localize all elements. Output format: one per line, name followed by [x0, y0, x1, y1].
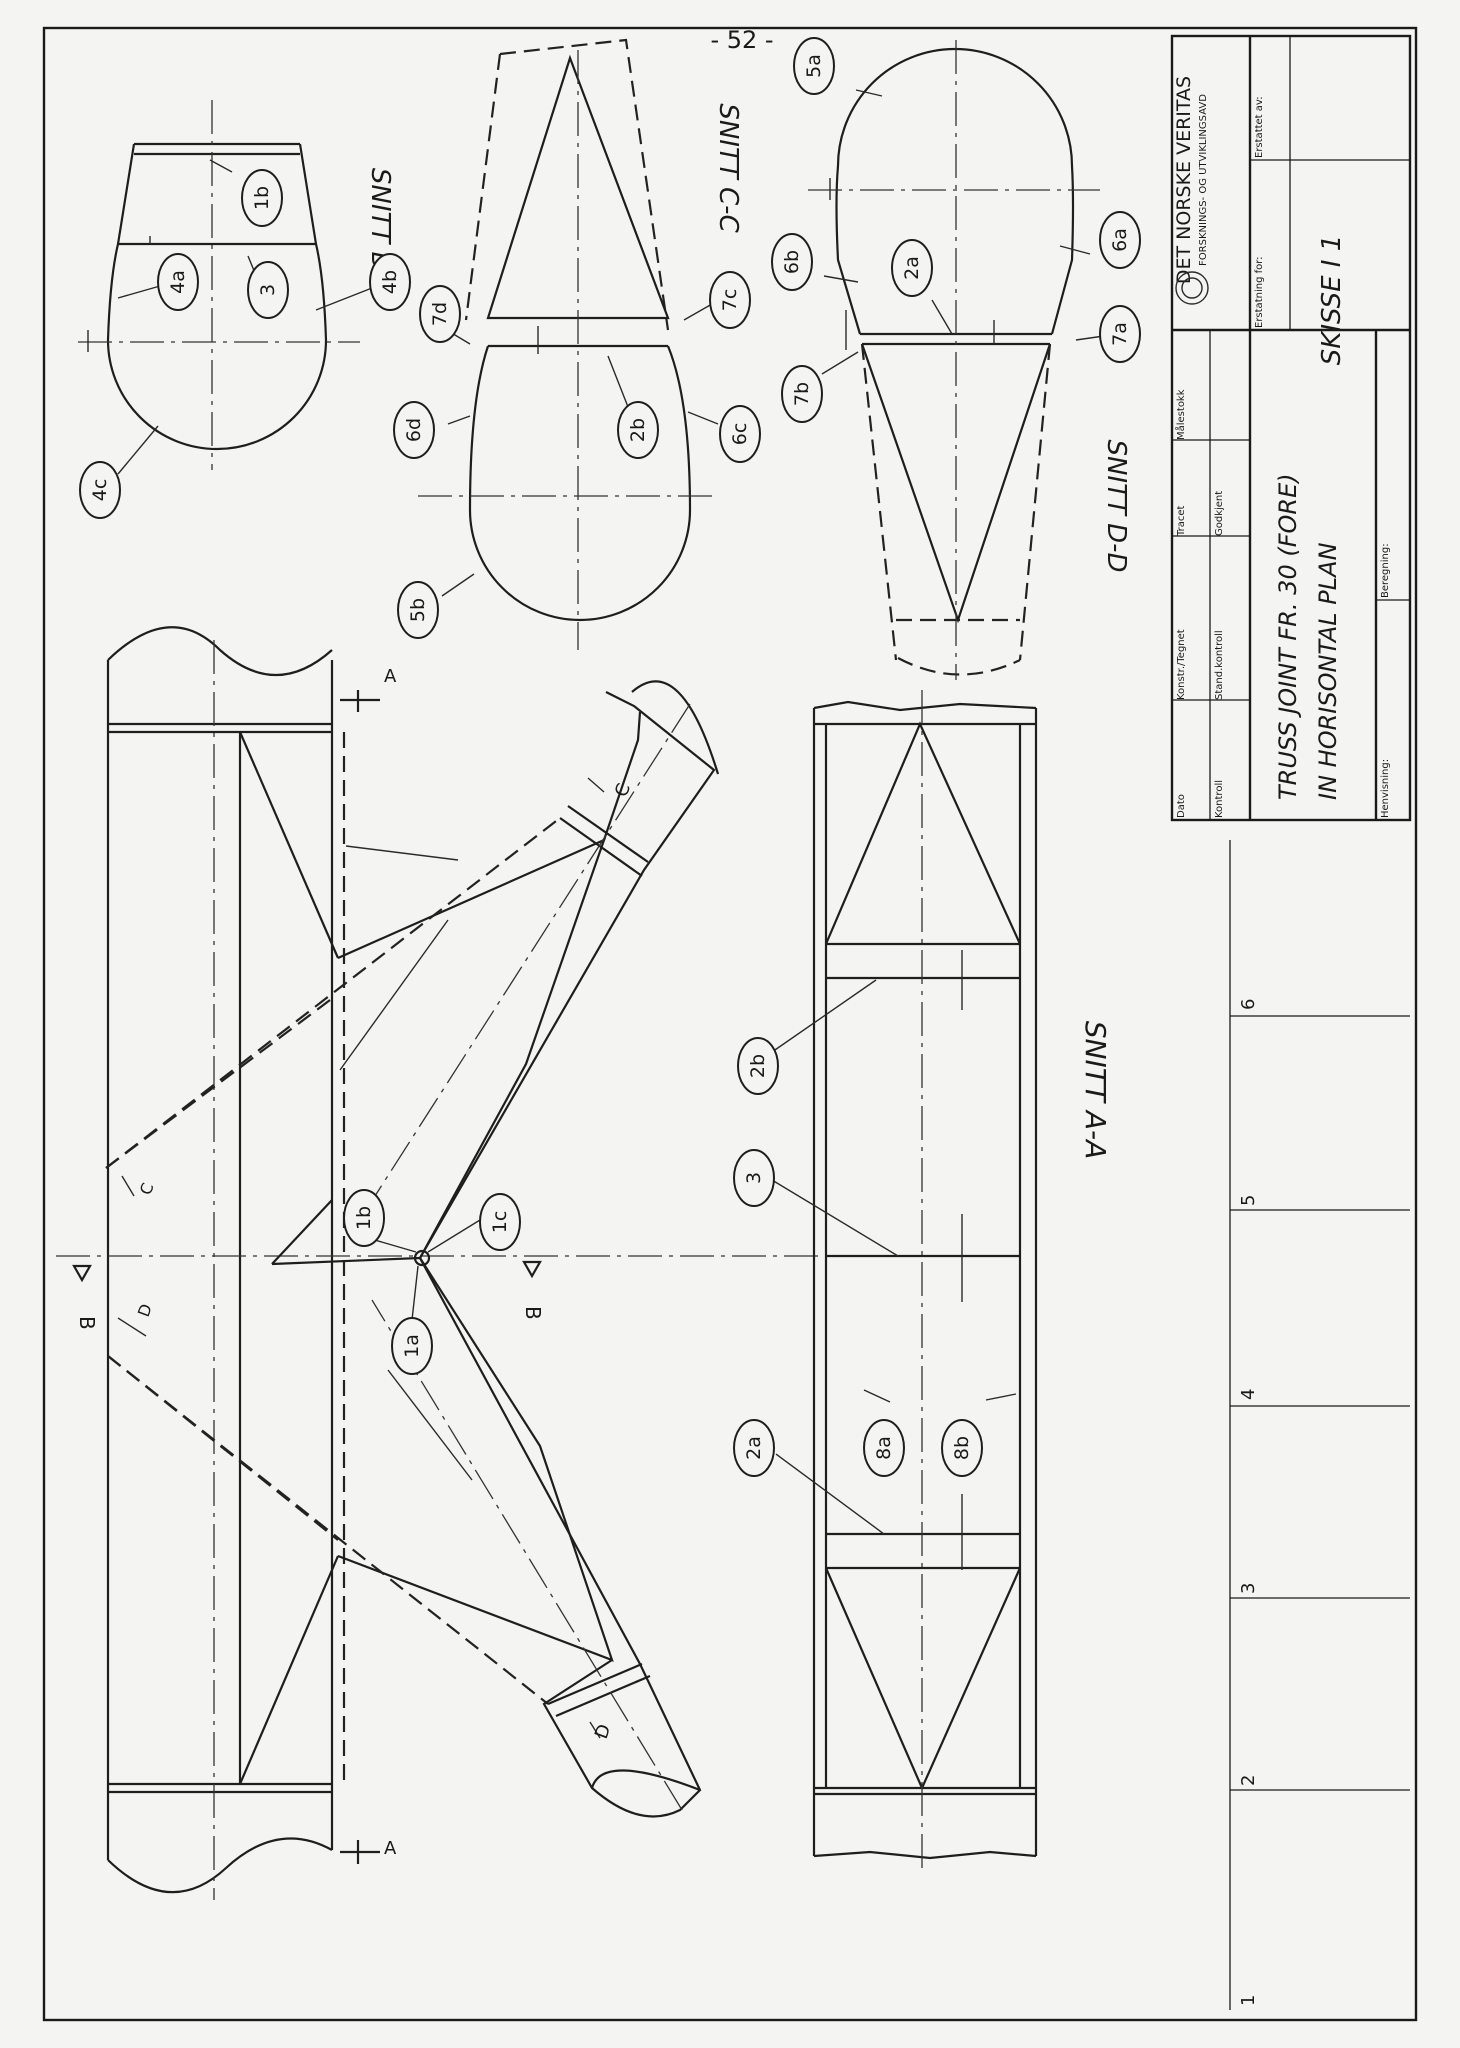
svg-text:2b: 2b: [627, 418, 649, 442]
cut-mark-a-top: A: [384, 666, 397, 687]
section-label-a-a: SNITT A-A: [1079, 1021, 1112, 1160]
callout-7c: 7c: [709, 271, 751, 329]
callout-7d: 7d: [419, 285, 461, 343]
section-c-c: [418, 38, 719, 650]
callout-5b: 5b: [397, 581, 439, 639]
plan-view: [56, 626, 830, 1900]
callout-7a: 7a: [1099, 305, 1141, 363]
grid-label-2: 2: [1238, 1775, 1259, 1786]
dnv-logo: [1175, 271, 1209, 305]
callout-7b: 7b: [781, 365, 823, 423]
drawing-title-line1: TRUSS JOINT FR. 30 (FORE): [1274, 473, 1302, 800]
svg-text:7d: 7d: [429, 302, 451, 326]
section-b-b: [78, 100, 373, 475]
company-division: FORSKNINGS- OG UTVIKLINGSAVD: [1198, 94, 1209, 266]
callout-8b: 8b: [941, 1419, 983, 1477]
callout-3-section: 3: [247, 261, 289, 319]
field-tracet: Tracet: [1176, 505, 1187, 537]
grid-label-3: 3: [1238, 1583, 1259, 1594]
page-number: - 52 -: [710, 26, 773, 54]
field-konstr: Konstr./Tegnet: [1176, 629, 1187, 700]
svg-text:1b: 1b: [251, 186, 273, 210]
svg-text:1b: 1b: [353, 1206, 375, 1230]
cut-mark-a-bottom: A: [384, 1838, 397, 1859]
svg-text:5b: 5b: [407, 598, 429, 622]
callout-1b-plan: 1b: [343, 1189, 385, 1247]
svg-text:2a: 2a: [743, 1436, 765, 1460]
field-beregning: Beregning:: [1380, 543, 1391, 598]
svg-text:1a: 1a: [401, 1334, 423, 1358]
svg-text:4b: 4b: [379, 270, 401, 294]
svg-text:7a: 7a: [1109, 322, 1131, 346]
callout-8a: 8a: [863, 1419, 905, 1477]
svg-text:2a: 2a: [901, 256, 923, 280]
callout-1c: 1c: [479, 1193, 521, 1251]
svg-text:6b: 6b: [781, 250, 803, 274]
svg-text:7b: 7b: [791, 382, 813, 406]
callout-2a-aa: 2a: [733, 1419, 775, 1477]
svg-text:3: 3: [743, 1172, 765, 1184]
title-block: [1170, 34, 1412, 822]
cut-mark-d-left: D: [134, 1301, 156, 1319]
section-d-d: [808, 40, 1105, 680]
callout-6b: 6b: [771, 233, 813, 291]
callout-3-aa: 3: [733, 1149, 775, 1207]
svg-text:3: 3: [257, 284, 279, 296]
cut-mark-c-left: C: [136, 1180, 158, 1197]
svg-text:2b: 2b: [747, 1054, 769, 1078]
svg-text:7c: 7c: [719, 289, 741, 312]
sheet-border: [42, 26, 1418, 2022]
svg-text:1c: 1c: [489, 1211, 511, 1234]
svg-text:5a: 5a: [803, 54, 825, 78]
field-stand-kontroll: Stand.kontroll: [1214, 630, 1225, 700]
grid-label-4: 4: [1238, 1389, 1259, 1400]
margin-grid: [1229, 840, 1410, 2010]
callout-4b: 4b: [369, 253, 411, 311]
callout-5a: 5a: [793, 37, 835, 95]
callout-6a: 6a: [1099, 211, 1141, 269]
field-erstatning-for: Erstatning for:: [1254, 256, 1265, 328]
sketch-number: SKISSE I 1: [1317, 235, 1347, 365]
section-label-c-c: SNITT C-C: [713, 103, 743, 233]
company-name: DET NORSKE VERITAS: [1173, 76, 1195, 284]
field-henvisning: Henvisning:: [1380, 759, 1391, 818]
grid-label-5: 5: [1238, 1195, 1259, 1206]
callout-1b-section: 1b: [241, 169, 283, 227]
callout-2b-section: 2b: [617, 401, 659, 459]
svg-text:4a: 4a: [167, 270, 189, 294]
drawing-title-line2: IN HORISONTAL PLAN: [1314, 542, 1342, 800]
section-a-a: [771, 690, 1038, 1870]
cut-mark-b-right: B: [521, 1306, 545, 1320]
callout-1a: 1a: [391, 1317, 433, 1375]
field-malestokk: Målestokk: [1174, 389, 1187, 440]
callout-6d: 6d: [393, 401, 435, 459]
callout-6c: 6c: [719, 405, 761, 463]
svg-text:6a: 6a: [1109, 228, 1131, 252]
callout-2b-aa: 2b: [737, 1037, 779, 1095]
field-dato: Dato: [1176, 794, 1187, 818]
svg-text:8b: 8b: [951, 1436, 973, 1460]
callout-2a-section: 2a: [891, 239, 933, 297]
field-godkjent: Godkjent: [1214, 491, 1225, 536]
field-erstattet-av: Erstattet av:: [1254, 96, 1265, 158]
cut-mark-b-left: B: [75, 1316, 99, 1330]
svg-text:6d: 6d: [403, 418, 425, 442]
field-kontroll: Kontroll: [1214, 780, 1225, 818]
grid-label-1: 1: [1238, 1995, 1259, 2006]
callout-4c: 4c: [79, 461, 121, 519]
callout-4a: 4a: [157, 253, 199, 311]
svg-text:4c: 4c: [89, 479, 111, 502]
svg-text:6c: 6c: [729, 423, 751, 446]
grid-label-6: 6: [1238, 999, 1259, 1010]
cut-mark-d-lower: D: [591, 1721, 615, 1741]
section-label-d-d: SNITT D-D: [1101, 439, 1131, 572]
svg-text:8a: 8a: [873, 1436, 895, 1460]
cut-mark-c-upper: C: [611, 781, 635, 800]
